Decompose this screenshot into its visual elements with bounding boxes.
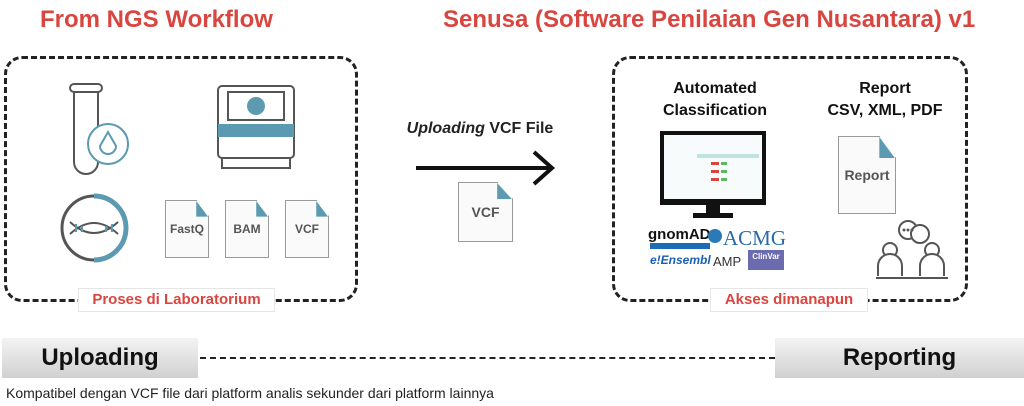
gnomad-logo-bar	[650, 243, 710, 249]
heading-line: Classification	[662, 102, 768, 119]
report-file-icon: Report	[838, 136, 896, 214]
lab-process-tag: Proses di Laboratorium	[78, 288, 275, 312]
monitor-icon	[660, 131, 766, 218]
heading-line: CSV, XML, PDF	[827, 102, 943, 119]
sequencer-icon	[217, 85, 295, 169]
clinvar-logo: ClinVar	[748, 250, 784, 270]
upload-label-rest: VCF File	[484, 120, 554, 137]
people-discussion-icon	[876, 220, 948, 279]
acmg-logo: ACMG	[723, 226, 787, 250]
stage-connector-line	[200, 357, 775, 359]
test-tube-icon	[69, 83, 129, 175]
vcf-upload-file-icon: VCF	[458, 182, 513, 242]
reporting-stage: Reporting	[775, 338, 1024, 378]
left-title: From NGS Workflow	[40, 6, 273, 33]
upload-label-em: Uploading	[406, 120, 485, 137]
dna-cycle-icon	[60, 193, 129, 263]
gnomad-logo: gnomAD	[648, 226, 711, 243]
ensembl-logo: e!Ensembl	[650, 253, 711, 267]
upload-label: Uploading VCF File	[400, 120, 560, 138]
acmg-globe-icon	[708, 229, 722, 243]
arrow-right-icon	[416, 150, 556, 186]
compatibility-note: Kompatibel dengan VCF file dari platform…	[6, 385, 494, 401]
amp-logo: AMP	[713, 254, 742, 269]
vcf-file-icon: VCF	[285, 200, 329, 258]
fastq-file-icon: FastQ	[165, 200, 209, 258]
access-anywhere-tag: Akses dimanapun	[710, 288, 868, 312]
heading-line: Automated	[673, 80, 757, 97]
right-title: Senusa (Software Penilaian Gen Nusantara…	[443, 6, 976, 33]
ensembl-text: Ensembl	[660, 253, 711, 267]
heading-line: Report	[859, 80, 911, 97]
bam-file-icon: BAM	[225, 200, 269, 258]
uploading-stage: Uploading	[2, 338, 198, 378]
